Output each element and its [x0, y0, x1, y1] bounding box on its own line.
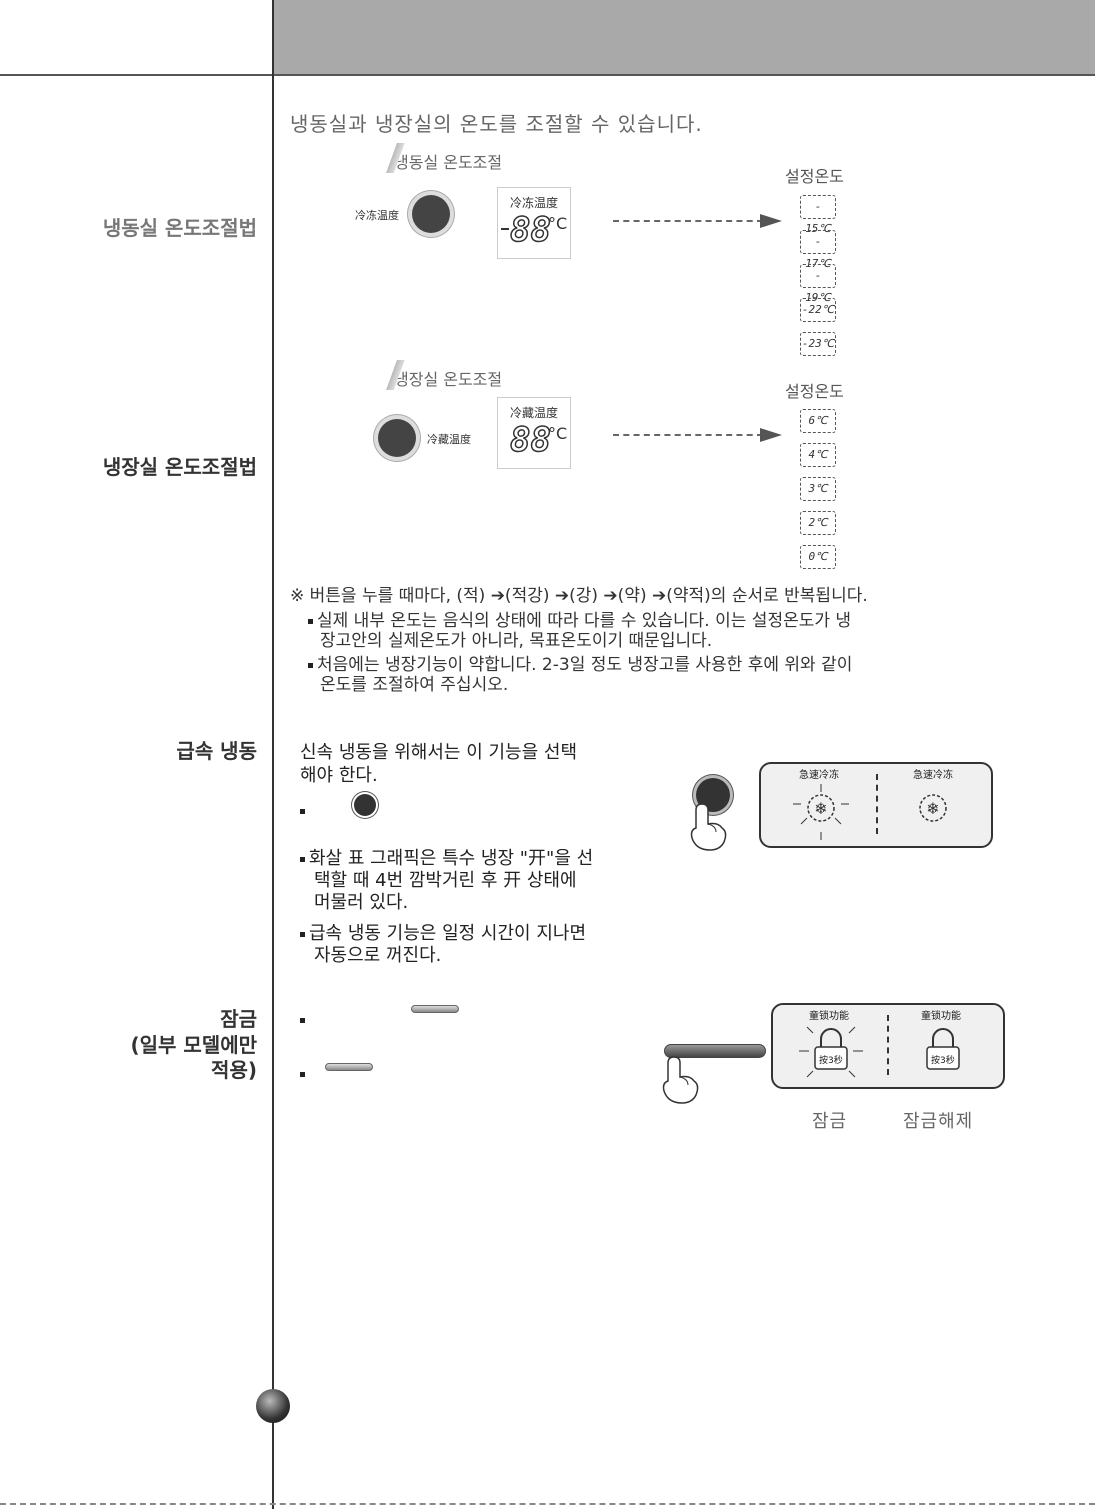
fridge-lcd-unit: °C	[548, 424, 568, 443]
section-title-lock: 잠금	[220, 1007, 257, 1031]
freezer-subhead: 냉동실 온도조절	[386, 143, 502, 173]
section-title-fridge: 냉장실 온도조절법	[102, 455, 257, 479]
fridge-temp-button[interactable]	[378, 419, 416, 457]
freezer-arrow-line	[613, 220, 763, 222]
fridge-temp-option: 3℃	[800, 477, 836, 501]
fridge-temp-option: 2℃	[800, 511, 836, 535]
quick-freeze-bullet-2-cont2: 머물러 있다.	[314, 892, 409, 913]
fridge-lcd-digits: 88	[509, 419, 551, 461]
slash-decoration-icon	[386, 360, 406, 390]
quick-freeze-panel-label: 急速冷冻	[913, 770, 953, 781]
lock-panel-label: 童锁功能	[809, 1011, 849, 1022]
quick-freeze-bullet-2-cont: 택할 때 4번 깜박거린 후 开 상태에	[314, 870, 577, 891]
freezer-temp-button[interactable]	[412, 195, 450, 233]
bottom-dashed-line	[0, 1503, 1095, 1505]
bullet-icon	[300, 809, 305, 814]
lock-button[interactable]	[664, 1044, 766, 1058]
bullet-icon	[300, 856, 305, 862]
panel-divider	[876, 774, 878, 834]
svg-text:❄: ❄	[814, 799, 827, 818]
section-title-lock-note2: 적용)	[211, 1058, 257, 1082]
panel-divider	[887, 1015, 889, 1075]
lock-panel-label: 童锁功能	[921, 1011, 961, 1022]
bullet-icon	[308, 662, 313, 668]
lock-caption: 잠금	[812, 1111, 848, 1132]
bullet-icon	[300, 931, 305, 937]
freezer-lcd-unit: °C	[548, 214, 568, 233]
bullet-icon	[300, 1018, 305, 1023]
quick-freeze-bullet-3-cont: 자동으로 꺼진다.	[314, 945, 442, 966]
pointing-hand-icon	[662, 1056, 699, 1104]
padlock-icon	[926, 1028, 960, 1070]
svg-text:❄: ❄	[926, 799, 939, 818]
quick-freeze-bullet-1	[300, 801, 309, 820]
page-marker-ball	[256, 1389, 290, 1423]
pointing-hand-icon	[690, 803, 727, 851]
bullet-icon	[308, 618, 313, 624]
section-title-lock-note1: (일부 모델에만	[130, 1033, 257, 1057]
quick-freeze-panel-label: 急速冷冻	[799, 770, 839, 781]
unlock-press-label: 按3秒	[931, 1056, 955, 1066]
unlock-caption: 잠금해제	[903, 1111, 974, 1132]
fridge-subhead: 냉장실 온도조절	[386, 360, 502, 390]
fridge-temp-option: 6℃	[800, 409, 836, 433]
quick-freeze-desc-2: 해야 한다.	[300, 765, 378, 786]
fridge-arrow-line	[613, 434, 763, 436]
lock-button-icon	[411, 1005, 459, 1013]
fridge-set-temp-label: 설정온도	[785, 382, 844, 401]
vertical-divider	[272, 0, 274, 1509]
fridge-knob-label: 冷藏温度	[427, 433, 471, 446]
intro-text: 냉동실과 냉장실의 온도를 조절할 수 있습니다.	[290, 112, 703, 136]
fridge-lcd-caption: 冷藏温度	[509, 406, 558, 420]
section-title-quick-freeze: 급속 냉동	[176, 739, 257, 763]
note-bullet-2: 처음에는 냉장기능이 약합니다. 2-3일 정도 냉장고를 사용한 후에 위와 …	[308, 655, 852, 675]
freezer-lcd-caption: 冷冻温度	[509, 196, 558, 210]
note-bullet-2-cont: 온도를 조절하여 주십시오.	[320, 675, 509, 695]
fridge-temp-option: 0℃	[800, 545, 836, 569]
note-bullet-1-cont: 장고안의 실제온도가 아니라, 목표온도이기 때문입니다.	[320, 631, 713, 651]
note-bullet-1: 실제 내부 온도는 음식의 상태에 따라 다를 수 있습니다. 이는 설정온도가…	[308, 611, 851, 631]
fridge-arrow-icon	[760, 428, 782, 442]
lcd-minus	[501, 228, 509, 230]
freezer-temp-option: - 15℃	[800, 195, 836, 235]
fridge-lcd: 冷藏温度 88 °C	[497, 397, 571, 469]
quick-freeze-bullet-2: 화살 표 그래픽은 특수 냉장 "开"을 선	[300, 847, 593, 870]
quick-freeze-button-icon	[354, 794, 376, 816]
header-band	[274, 0, 1095, 74]
lock-panel: 童锁功能 童锁功能 按3秒 按3秒	[771, 1003, 1005, 1089]
lock-bullet-2	[300, 1064, 309, 1083]
freezer-set-temp-label: 설정온도	[785, 167, 844, 186]
freezer-knob-label: 冷冻温度	[355, 209, 399, 222]
freezer-lcd-digits: 88	[509, 209, 551, 251]
lock-bullet-1	[300, 1010, 309, 1029]
padlock-blinking-icon	[799, 1026, 863, 1078]
snowflake-icon: ❄	[919, 794, 947, 822]
header-divider	[0, 74, 1095, 76]
fridge-temp-option: 4℃	[800, 443, 836, 467]
cycle-note: ※ 버튼을 누를 때마다, (적) ➔(적강) ➔(강) ➔(약) ➔(약적)의…	[290, 586, 868, 606]
slash-decoration-icon	[386, 143, 406, 173]
freezer-temp-option: - 17℃	[800, 230, 836, 270]
freezer-temp-option: -23℃	[800, 332, 836, 356]
quick-freeze-desc-1: 신속 냉동을 위해서는 이 기능을 선택	[300, 742, 578, 763]
snowflake-blinking-icon: ❄	[793, 784, 849, 840]
freezer-temp-option: -22℃	[800, 298, 836, 322]
freezer-arrow-icon	[760, 214, 782, 228]
bullet-icon	[300, 1072, 305, 1077]
quick-freeze-bullet-3: 급속 냉동 기능은 일정 시간이 지나면	[300, 922, 586, 945]
lock-press-label: 按3秒	[819, 1056, 843, 1066]
quick-freeze-panel: 急速冷冻 急速冷冻 ❄ ❄	[759, 762, 993, 848]
freezer-lcd: 冷冻温度 88 °C	[497, 187, 571, 259]
lock-button-icon	[325, 1063, 373, 1071]
freezer-temp-option: - 19℃	[800, 264, 836, 304]
section-title-freezer: 냉동실 온도조절법	[102, 216, 257, 240]
